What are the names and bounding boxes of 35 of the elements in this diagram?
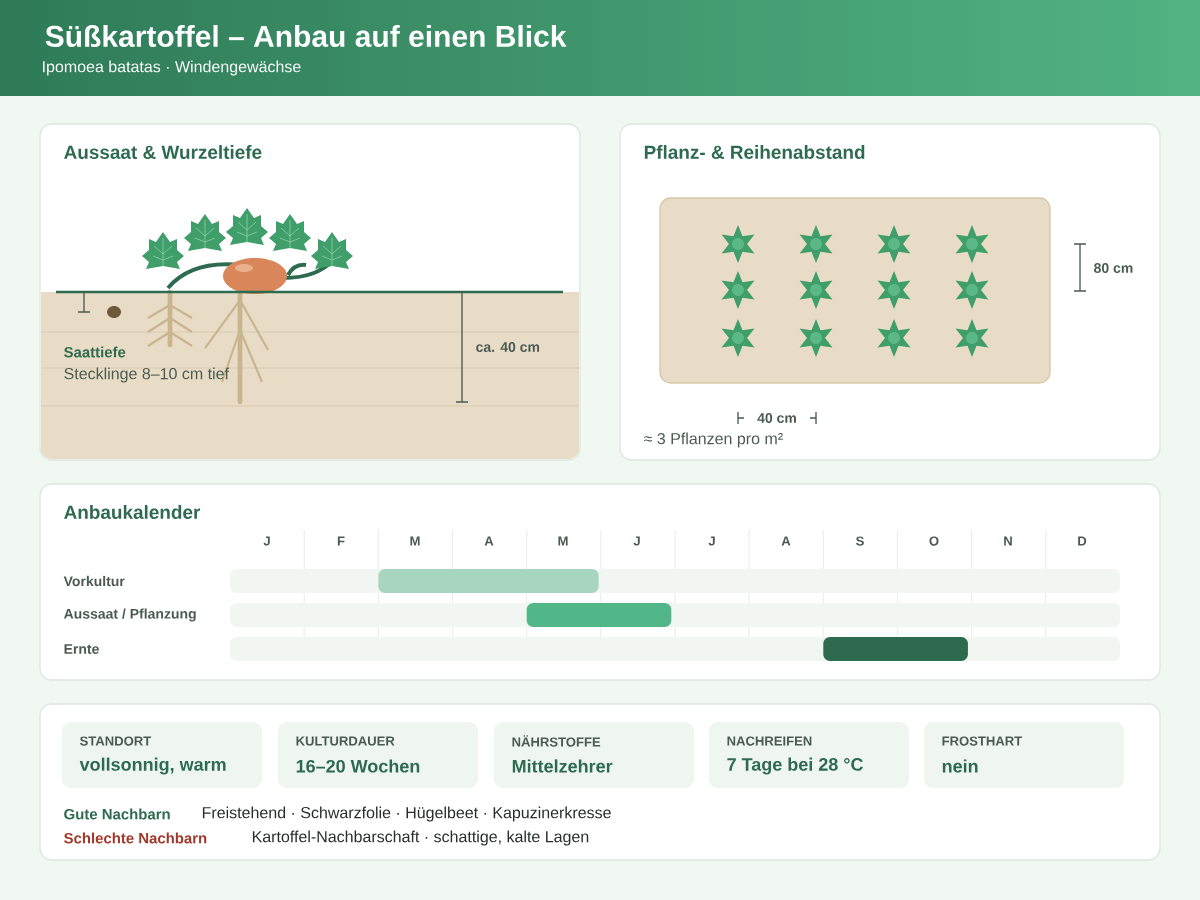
info-tile: FROSTHART nein bbox=[924, 722, 1124, 788]
list-heading: Gute Nachbarn bbox=[64, 808, 170, 820]
subtitle: Ipomoea batatas · Windengewächse bbox=[43, 60, 301, 76]
text-heading: Saattiefe bbox=[64, 346, 126, 358]
info-tile: KULTURDAUER 16–20 Wochen bbox=[278, 722, 478, 788]
list-heading: Schlechte Nachbarn bbox=[64, 832, 207, 844]
timeline-bar bbox=[823, 637, 968, 661]
month-label: M bbox=[410, 536, 420, 546]
month-label: J bbox=[263, 536, 270, 546]
timeline-bar bbox=[378, 569, 599, 593]
row-label: Vorkultur bbox=[63, 575, 125, 587]
dimension-label: 80 cm bbox=[1094, 263, 1133, 273]
month-label: A bbox=[484, 536, 494, 546]
month-label: F bbox=[337, 536, 345, 546]
plant-list: Freistehend · Schwarzfolie · Hügelbeet · Kapuzinerkresse bbox=[202, 806, 611, 822]
row-label: Aussaat / Pflanzung bbox=[63, 608, 196, 622]
month-label: O bbox=[929, 536, 939, 546]
info-tile: STANDORT vollsonnig, warm bbox=[62, 722, 262, 788]
row-label: Ernte bbox=[64, 644, 99, 654]
title: Süßkartoffel – Anbau auf einen Blick bbox=[45, 25, 567, 47]
plant-list: Kartoffel-Nachbarschaft · schattige, kalte Lagen bbox=[252, 830, 589, 846]
month-label: J bbox=[633, 536, 640, 546]
month-label: M bbox=[558, 536, 568, 546]
month-label: S bbox=[856, 536, 864, 546]
timeline-bar bbox=[526, 603, 672, 627]
dimension-label: ca. 40 cm bbox=[476, 342, 540, 352]
info-tile: NACHREIFEN 7 Tage bei 28 °C bbox=[709, 722, 909, 788]
month-label: D bbox=[1078, 536, 1087, 546]
month-label: A bbox=[781, 536, 791, 546]
info-tile: NÄHRSTOFFE Mittelzehrer bbox=[494, 722, 694, 788]
description: Stecklinge 8–10 cm tief bbox=[64, 367, 229, 383]
month-label: N bbox=[1004, 536, 1012, 546]
note: ≈ 3 Pflanzen pro m² bbox=[644, 432, 783, 448]
month-label: J bbox=[708, 536, 715, 546]
dimension-label: 40 cm bbox=[757, 413, 796, 423]
